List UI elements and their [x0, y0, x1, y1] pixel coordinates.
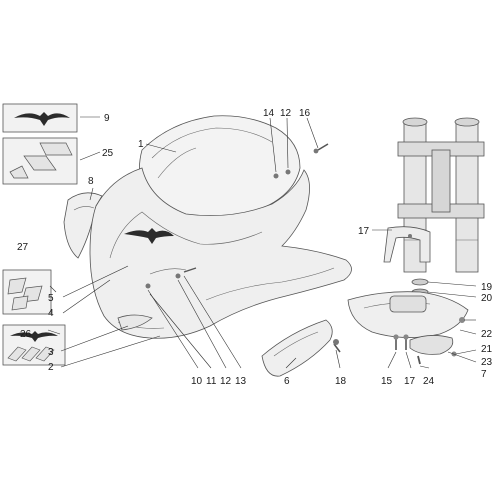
callout-1: 1 — [138, 139, 144, 150]
callout-25: 25 — [102, 148, 114, 159]
gasket-7 — [409, 335, 454, 355]
fork-assembly — [397, 117, 485, 273]
decal-panel-25 — [2, 137, 78, 185]
decal-panel-26 — [2, 324, 66, 366]
callout-2: 2 — [48, 362, 54, 373]
eagle-logo-icon — [124, 228, 174, 244]
callout-17-top: 17 — [358, 226, 370, 237]
callout-20: 20 — [481, 293, 493, 304]
callout-27: 27 — [17, 242, 29, 253]
callout-4: 4 — [48, 308, 54, 319]
callout-24: 24 — [423, 376, 435, 387]
instrument-support-21 — [347, 291, 469, 338]
callout-12-top: 12 — [280, 108, 292, 119]
headlight-bracket-17 — [383, 226, 431, 263]
callout-labels: 9 25 8 1 27 5 4 26 3 2 14 12 16 10 11 12… — [17, 108, 493, 387]
screws — [145, 143, 341, 353]
callout-15: 15 — [381, 376, 393, 387]
decal-panel-9 — [2, 103, 78, 133]
callout-16: 16 — [299, 108, 311, 119]
callout-7: 7 — [481, 369, 487, 380]
eagle-logo-icon — [14, 112, 70, 126]
eagle-logo-icon — [10, 331, 58, 342]
callout-10: 10 — [191, 376, 203, 387]
side-panel-8 — [63, 192, 103, 259]
callout-5: 5 — [48, 293, 54, 304]
callout-3: 3 — [48, 347, 54, 358]
callout-21: 21 — [481, 344, 493, 355]
fasteners-22-23-24-15 — [393, 317, 465, 365]
leader-lines — [47, 116, 477, 369]
callout-19: 19 — [481, 282, 493, 293]
callout-6: 6 — [284, 376, 290, 387]
callout-26: 26 — [20, 329, 32, 340]
front-fairing-4 — [89, 167, 352, 339]
belly-panel-6 — [261, 319, 333, 377]
callout-23: 23 — [481, 357, 493, 368]
callout-12-bottom: 12 — [220, 376, 232, 387]
callout-13: 13 — [235, 376, 247, 387]
callout-11: 11 — [206, 376, 217, 387]
callout-22: 22 — [481, 329, 493, 340]
callout-18: 18 — [335, 376, 347, 387]
callout-9: 9 — [104, 113, 110, 124]
decal-panel-27 — [2, 269, 52, 315]
callout-14: 14 — [263, 108, 275, 119]
callout-8: 8 — [88, 176, 94, 187]
callout-17-bottom: 17 — [404, 376, 416, 387]
